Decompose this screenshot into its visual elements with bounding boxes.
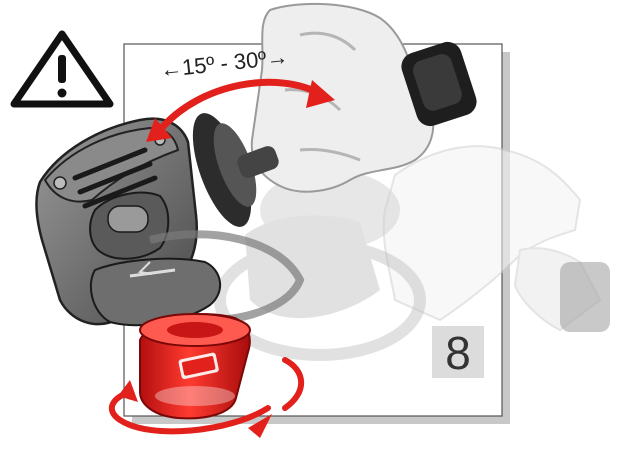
red-core-bit — [140, 314, 250, 418]
step-number: 8 — [445, 327, 471, 379]
step-number-box: 8 — [432, 326, 484, 379]
warning-triangle-icon — [14, 34, 110, 104]
